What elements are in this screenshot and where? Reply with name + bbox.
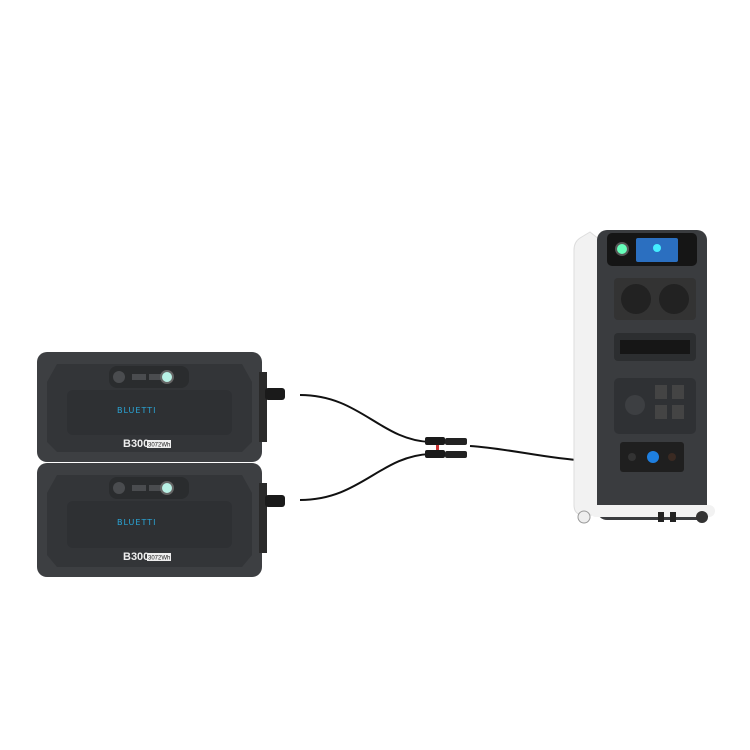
cable-plug (265, 388, 285, 400)
capacity-label: 3072Wh (148, 556, 170, 562)
brand-logo: BLUETTI (117, 406, 156, 415)
power-button-icon (160, 481, 174, 495)
power-button-icon (160, 370, 174, 384)
model-label: B300 (123, 438, 149, 450)
fan-vent-icon (659, 284, 689, 314)
power-station (573, 230, 715, 524)
cable-top-battery (299, 394, 431, 443)
cable-plug (265, 495, 285, 507)
battery-unit: BLUETTI B300 3072Wh (37, 463, 285, 577)
fan-vent-icon (621, 284, 651, 314)
ac-outlet-icon (625, 395, 645, 415)
y-connector (425, 437, 467, 458)
model-label: B300 (123, 551, 149, 563)
brand-logo: BLUETTI (117, 518, 156, 527)
port-icon (113, 371, 125, 383)
capacity-label: 3072Wh (148, 443, 170, 449)
cable-bottom-battery (299, 453, 431, 501)
power-button-icon (615, 242, 629, 256)
battery-unit: BLUETTI B300 3072Wh (37, 352, 285, 462)
handle (620, 340, 690, 354)
battery-port-icon (647, 451, 659, 463)
port-icon (113, 482, 125, 494)
